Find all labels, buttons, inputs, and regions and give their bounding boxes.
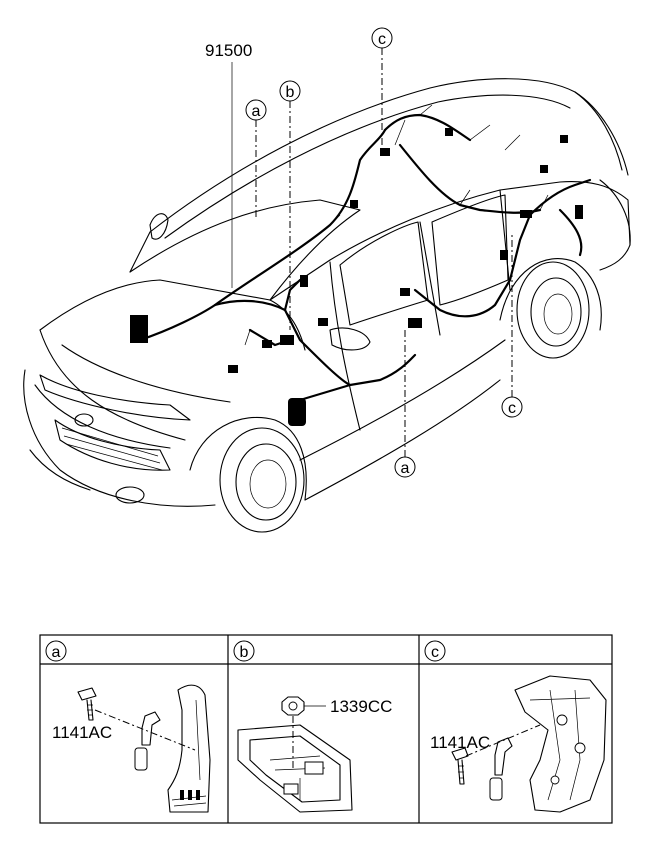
panel-a-illustration	[77, 684, 211, 813]
main-callouts: 91500 a b c c a	[205, 27, 523, 478]
wiring-harness	[130, 104, 592, 426]
callout-a-bottom-label: a	[401, 460, 410, 477]
panel-c-illustration	[451, 675, 607, 813]
callout-c-top-label: c	[378, 31, 386, 48]
header-c: c	[431, 644, 439, 661]
panel-c-part: 1141AC	[430, 733, 490, 752]
callout-c-right-label: c	[508, 400, 516, 417]
header-a: a	[52, 644, 61, 661]
panel-b-illustration	[237, 696, 353, 813]
panel-a-part: 1141AC	[52, 723, 112, 742]
callout-b-label: b	[286, 84, 295, 101]
header-b: b	[240, 644, 249, 661]
panel-b-part: 1339CC	[330, 697, 392, 716]
header-c-circle	[424, 640, 446, 662]
header-b-circle	[233, 640, 255, 662]
car-body	[23, 78, 631, 533]
header-a-circle	[45, 640, 67, 662]
part-number-91500: 91500	[205, 41, 252, 60]
detail-table: a b c 1141AC	[39, 634, 613, 824]
callout-a-top-label: a	[252, 103, 261, 120]
